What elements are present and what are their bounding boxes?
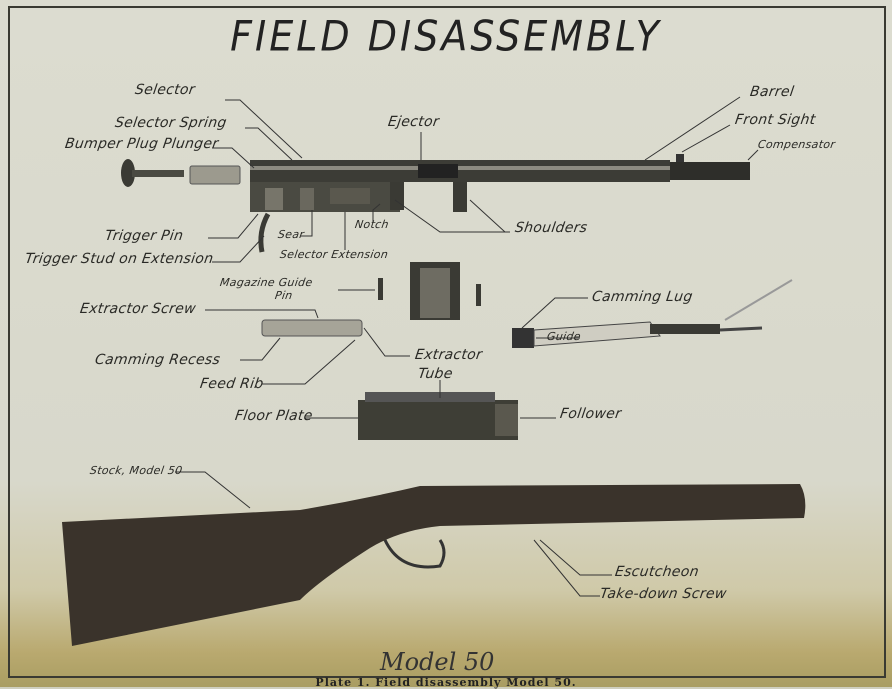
label-ejector: Ejector bbox=[386, 114, 441, 130]
magazine-guide bbox=[378, 262, 481, 320]
plate-caption: Plate 1. Field disassembly Model 50. bbox=[315, 676, 577, 689]
plate-frame bbox=[8, 6, 886, 678]
label-bumper-plug-plunger: Bumper Plug Plunger bbox=[63, 136, 220, 152]
bumper-plug bbox=[121, 159, 184, 187]
label-feed-rib: Feed Rib bbox=[198, 376, 265, 392]
label-pin: Pin bbox=[274, 289, 294, 302]
label-magazine-guide: Magazine Guide bbox=[219, 276, 314, 289]
label-escutcheon: Escutcheon bbox=[613, 564, 700, 580]
plunger bbox=[189, 165, 241, 185]
label-selector-extension: Selector Extension bbox=[279, 248, 390, 261]
label-extractor-screw: Extractor Screw bbox=[78, 301, 197, 317]
label-take-down-screw: Take-down Screw bbox=[598, 586, 728, 602]
plate-title: FIELD DISASSEMBLY bbox=[230, 11, 662, 61]
label-sear: Sear bbox=[277, 228, 306, 241]
label-barrel: Barrel bbox=[748, 84, 796, 100]
leader-lines bbox=[175, 96, 759, 597]
bolt-guide bbox=[512, 279, 793, 348]
label-tube: Tube bbox=[416, 366, 454, 382]
label-camming-recess: Camming Recess bbox=[93, 352, 222, 368]
label-trigger-pin: Trigger Pin bbox=[103, 228, 185, 244]
label-floor-plate: Floor Plate bbox=[233, 408, 314, 424]
label-stock: Stock, Model 50 bbox=[89, 464, 184, 477]
label-camming-lug: Camming Lug bbox=[590, 289, 694, 305]
label-trigger-stud: Trigger Stud on Extension bbox=[23, 251, 215, 267]
stock bbox=[62, 484, 806, 646]
label-compensator: Compensator bbox=[757, 138, 837, 151]
extractor-tube bbox=[261, 319, 363, 337]
label-selector: Selector bbox=[133, 82, 197, 98]
model-label: Model 50 bbox=[380, 648, 495, 676]
label-selector-spring: Selector Spring bbox=[113, 115, 228, 131]
label-notch: Notch bbox=[354, 218, 390, 231]
trigger-guard bbox=[383, 539, 446, 569]
barrel-and-action bbox=[250, 154, 750, 253]
label-extractor: Extractor bbox=[413, 347, 484, 363]
label-front-sight: Front Sight bbox=[733, 112, 817, 128]
label-guide: Guide bbox=[546, 330, 582, 343]
floor-plate bbox=[358, 392, 518, 440]
label-shoulders: Shoulders bbox=[513, 220, 589, 236]
label-follower: Follower bbox=[558, 406, 623, 422]
